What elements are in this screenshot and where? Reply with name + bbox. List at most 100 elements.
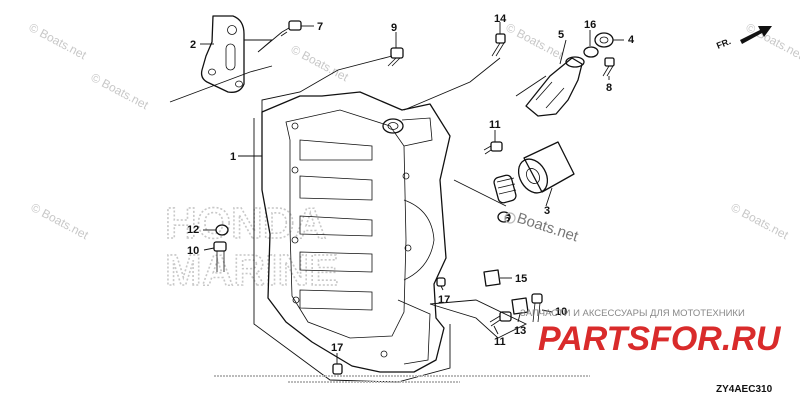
o-ring <box>497 211 511 223</box>
callout-12: 12 <box>187 224 199 236</box>
sleeve-thread <box>496 177 517 195</box>
bolt-part-7 <box>280 20 302 37</box>
bolt-head <box>495 33 506 44</box>
callout-10b: 10 <box>555 306 567 318</box>
partsfor-branding: ЗАПЧАСТИ И АКСЕССУАРЫ ДЛЯ МОТОТЕХНИКИ PA… <box>520 308 782 358</box>
bracket-hole <box>208 68 216 76</box>
callout-15: 15 <box>515 273 527 285</box>
bolt-part-14 <box>491 33 506 57</box>
callout-16: 16 <box>584 19 596 31</box>
diagram-code: ZY4AEC310 <box>716 384 773 395</box>
case-ribs <box>299 139 373 311</box>
case-outline <box>261 91 451 373</box>
callout-5: 5 <box>558 29 564 41</box>
leader-line <box>440 285 444 291</box>
pin-part-17b <box>332 363 343 375</box>
filter-center <box>526 168 540 184</box>
bracket-hole <box>235 80 243 88</box>
callout-4: 4 <box>628 34 635 46</box>
bolt-shank <box>387 57 401 67</box>
cap-part-15 <box>483 269 501 287</box>
bolt-head <box>390 47 404 59</box>
leader-line <box>453 179 507 207</box>
callout-3: 3 <box>544 205 550 217</box>
bolt-head <box>531 293 543 304</box>
fitting-body <box>525 57 583 117</box>
bolt-shank <box>491 42 505 57</box>
cap-outline <box>583 46 599 58</box>
callout-11b: 11 <box>494 336 506 348</box>
fr-label: FR. <box>715 36 732 51</box>
seal-outline <box>594 32 614 48</box>
sleeve-part-6 <box>493 174 517 223</box>
bolt-shank <box>483 145 492 155</box>
case-bolt-hole <box>402 172 410 180</box>
brand-subtitle: ЗАПЧАСТИ И АКСЕССУАРЫ ДЛЯ МОТОТЕХНИКИ <box>520 308 745 319</box>
callout-13: 13 <box>514 325 526 337</box>
case-inner-frame <box>285 109 407 339</box>
filter-part-3 <box>517 141 575 194</box>
pin-outline <box>332 363 343 375</box>
leader-line <box>244 31 283 53</box>
leader-line <box>515 75 547 97</box>
copyright-icon <box>504 212 516 224</box>
bolt-part-9 <box>387 47 404 67</box>
filter-face <box>517 158 549 194</box>
leader-line <box>429 299 528 339</box>
case-bolt-hole <box>291 236 299 244</box>
bolt-shank <box>489 315 501 327</box>
case-round-face <box>403 199 435 281</box>
callout-2: 2 <box>190 39 196 51</box>
bolt-head <box>604 57 615 67</box>
fitting-detail <box>535 81 565 109</box>
callout-17a: 17 <box>438 294 450 306</box>
bolt-thread <box>280 27 290 37</box>
callout-14: 14 <box>494 13 507 25</box>
callout-6: 6 <box>504 213 510 225</box>
case-bolt-hole <box>291 122 299 130</box>
leader-line <box>169 65 273 103</box>
callout-1: 1 <box>230 151 236 163</box>
boats-watermark: © Boats.net <box>744 20 800 62</box>
boats-watermark: © Boats.net <box>504 20 567 62</box>
bolt-part-10b <box>531 293 543 323</box>
leader-line <box>545 187 553 207</box>
pin-outline <box>436 277 446 287</box>
bracket-part-2 <box>200 15 245 93</box>
case-bolt-hole <box>291 166 299 174</box>
plug-part-13 <box>511 297 529 315</box>
bracket-hole <box>227 25 237 35</box>
bolt-shank <box>532 302 541 323</box>
boats-watermarks: © Boats.net © Boats.net © Boats.net © Bo… <box>27 20 800 242</box>
boats-watermark: © Boats.net <box>27 20 90 62</box>
leader-line <box>203 247 215 251</box>
bolt-shank <box>216 251 225 272</box>
case-bolt-hole <box>292 296 300 304</box>
bolt-head <box>213 241 227 252</box>
pin-part-17a <box>436 277 446 287</box>
boats-watermark: © Boats.net <box>729 200 792 242</box>
brand-logo-text: PARTSFOR.RU <box>538 320 782 358</box>
bolt-head <box>490 141 503 152</box>
bracket-slot <box>225 43 236 71</box>
seal-inner <box>599 36 609 44</box>
filter-body <box>523 141 575 193</box>
cap-part-16 <box>583 46 599 58</box>
callout-17b: 17 <box>331 342 343 354</box>
callout-7: 7 <box>317 21 323 33</box>
fitting-part-5 <box>525 56 585 117</box>
boats-watermark: © Boats.net <box>89 70 152 112</box>
boats-watermark: © Boats.net <box>29 200 92 242</box>
leader-line <box>403 57 501 111</box>
boats-watermark: © Boats.net <box>289 42 352 84</box>
case-bore <box>382 118 404 134</box>
bolt-part-10a <box>213 241 227 272</box>
seal-part-4 <box>594 32 614 48</box>
case-bore-inner <box>387 122 399 130</box>
bolt-head <box>288 20 302 31</box>
callout-10a: 10 <box>187 245 199 257</box>
case-part-1 <box>261 91 451 373</box>
leader-line <box>559 39 567 65</box>
